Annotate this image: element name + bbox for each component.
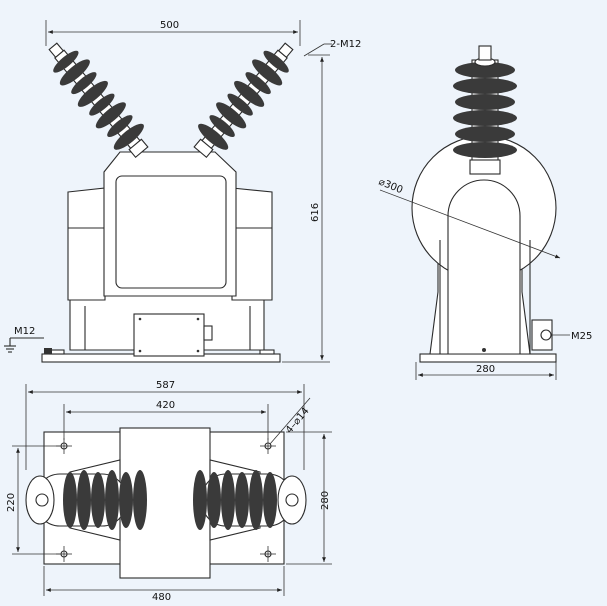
dim-plan-hole-spacing: 420 — [156, 400, 175, 411]
terminal-label: M25 — [571, 331, 592, 342]
side-insulator — [453, 45, 517, 175]
front-right-wing — [231, 187, 273, 301]
hole-label: 4–⌀14 — [284, 406, 312, 436]
side-view: M25 ⌀300 280 — [377, 45, 592, 380]
front-left-insulator — [48, 42, 149, 159]
front-nameplate — [133, 313, 205, 357]
ground-bolt-icon — [44, 348, 52, 354]
plan-right-insulator — [193, 459, 307, 541]
dim-plan-base-depth: 280 — [320, 491, 331, 510]
side-window — [447, 179, 521, 355]
top-bolt-label: 2-M12 — [330, 39, 361, 50]
front-right-insulator — [193, 42, 294, 159]
dim-front-height: 616 — [310, 203, 321, 222]
dim-side-diameter: ⌀300 — [377, 177, 404, 197]
front-left-wing — [67, 187, 106, 301]
front-view: M12 — [4, 20, 361, 363]
plan-right-terminal-icon — [285, 493, 299, 507]
dim-plan-base-width: 480 — [152, 592, 171, 603]
plan-left-insulator — [25, 459, 147, 541]
dim-plan-overall-width: 587 — [156, 380, 175, 391]
side-base-plate — [419, 353, 557, 363]
dim-front-width: 500 — [160, 20, 179, 31]
dim-side-width: 280 — [476, 364, 495, 375]
side-terminal-cap — [478, 45, 492, 61]
terminal-bolt-icon — [540, 329, 552, 341]
ground-bolt-label: M12 — [14, 326, 35, 337]
plan-view: 587 420 4–⌀14 220 280 480 — [6, 380, 332, 603]
dim-plan-hole-depth: 220 — [6, 493, 17, 512]
plan-left-terminal-icon — [35, 493, 49, 507]
